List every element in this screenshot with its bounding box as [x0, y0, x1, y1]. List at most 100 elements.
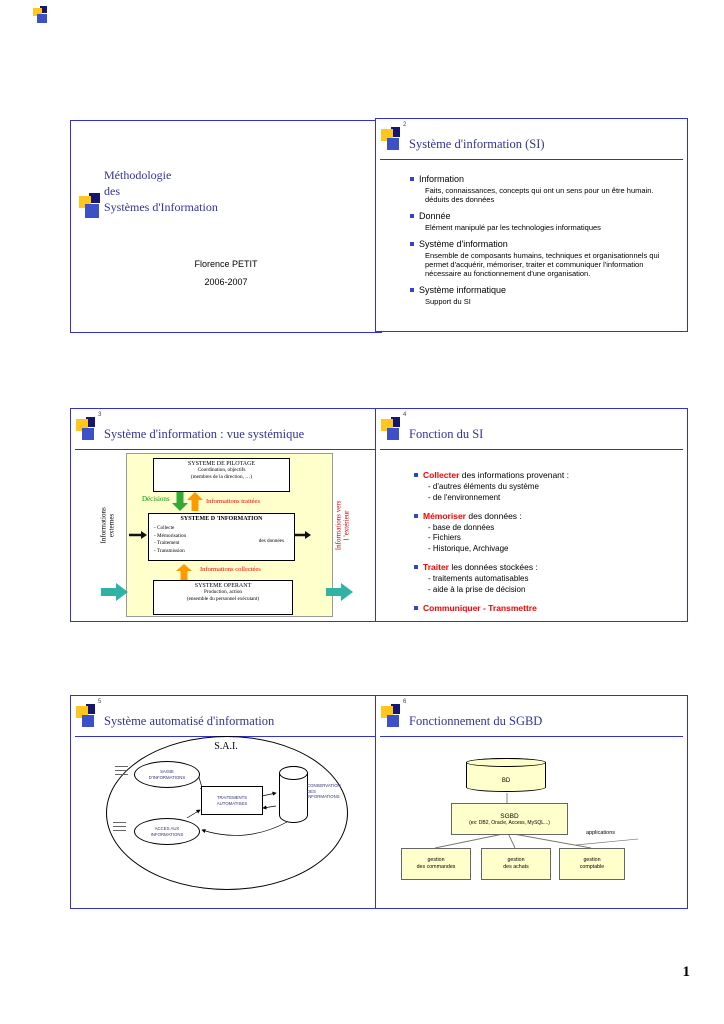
app-box-achats: gestion des achats: [481, 848, 551, 880]
logo-square-yellow: [381, 706, 393, 718]
logo-square-blue: [81, 427, 95, 441]
bullet-icon: [410, 177, 414, 181]
bullet-detail: Elément manipulé par les technologies in…: [425, 223, 601, 232]
informations-traitees-label: Informations traitées: [206, 498, 260, 505]
app-box-commandes: gestion des commandes: [401, 848, 471, 880]
bullet-label: Système informatique: [419, 285, 507, 295]
slide-body: Information Faits, connaissances, concep…: [410, 167, 677, 308]
logo-square-navy: [89, 193, 100, 204]
sgbd-box: SGBD (ex: DB2, Oracle, Access, MySQL...): [451, 803, 568, 835]
logo-square-blue: [81, 714, 95, 728]
bullet-text: Communiquer - Transmettre: [423, 603, 537, 613]
sai-label: S.A.I.: [214, 741, 238, 752]
bullet-icon: [410, 214, 414, 218]
sub-item: - d'autres éléments du système: [428, 482, 539, 491]
slide-number: 3: [98, 412, 102, 418]
bullet-item: Système d'information: [410, 239, 677, 249]
input-symbols-decoration: [115, 766, 128, 776]
bullet-label: Information: [419, 174, 465, 184]
traitements-node: TRAITEMENTS AUTOMATISES: [201, 786, 263, 815]
database-label: BD: [501, 778, 511, 784]
sai-diagram: S.A.I. SAISIE D'INFORMATIONS TRAITEMENTS…: [71, 736, 381, 906]
template-logo-icon: [381, 127, 405, 151]
logo-square-blue: [37, 13, 47, 24]
bullet-item: Système informatique: [410, 285, 677, 295]
template-logo-icon: [76, 417, 100, 441]
sgbd-connector-lines: [434, 793, 639, 849]
slide-number: 4: [403, 412, 407, 418]
sub-item: - Fichiers: [428, 533, 461, 543]
slide-title: Fonction du SI: [409, 427, 484, 441]
bullet-icon: [414, 564, 418, 569]
logo-square-blue: [85, 204, 99, 218]
bullet-icon: [410, 288, 414, 292]
logo-square-navy: [85, 704, 96, 714]
academic-year: 2006-2007: [204, 277, 248, 287]
bullet-item: Donnée: [410, 211, 677, 221]
bullet-item: Traiter les données stockées :: [414, 562, 675, 572]
sgbd-examples: (ex: DB2, Oracle, Access, MySQL...): [469, 819, 550, 826]
bullet-text: Collecter des informations provenant :: [423, 470, 569, 480]
course-title: Méthodologie des Systèmes d'Information: [104, 167, 218, 215]
bullet-detail: Support du SI: [425, 297, 471, 306]
app-box-comptable: gestion comptable: [559, 848, 625, 880]
template-logo-icon: [381, 417, 405, 441]
decisions-label: Décisions: [142, 495, 170, 503]
sub-item: - aide à la prise de décision: [428, 584, 526, 594]
bullet-item: Communiquer - Transmettre: [414, 603, 675, 613]
sai-boundary-ellipse: [106, 736, 348, 890]
keyword-rest: des données :: [466, 510, 522, 521]
informations-externes-label: Informations externes: [99, 507, 116, 544]
course-title-line3: Systèmes d'Information: [104, 200, 218, 214]
systemic-view-diagram: SYSTEME DE PILOTAGE Coordination, object…: [96, 453, 361, 621]
logo-square-blue: [386, 714, 400, 728]
logo-square-yellow: [381, 419, 393, 431]
keyword: Mémoriser: [423, 510, 466, 521]
sai-arrows-graphic: [186, 773, 288, 836]
pilotage-title: SYSTEME DE PILOTAGE: [187, 461, 256, 467]
storage-cylinder-icon: [279, 766, 308, 823]
systeme-information-box: SYSTEME D 'INFORMATION - Collecte - Mémo…: [148, 513, 295, 561]
logo-square-yellow: [381, 129, 393, 141]
slide-2: 2 Système d'information (SI) Information…: [375, 118, 688, 332]
title-rule: [380, 449, 683, 450]
slide-title: Fonctionnement du SGBD: [409, 714, 543, 728]
slide-body: Collecter des informations provenant : -…: [414, 463, 675, 615]
slide-title: Système automatisé d'information: [104, 714, 275, 728]
bullet-item: Information: [410, 174, 677, 184]
title-rule: [75, 449, 377, 450]
bullet-icon: [414, 513, 418, 518]
slide-6: 6 Fonctionnement du SGBD BD SGBD (ex: DB…: [375, 695, 688, 909]
diagram-arrows-graphic: [101, 492, 353, 601]
slide-title: Système d'information : vue systémique: [104, 427, 305, 441]
slide-4: 4 Fonction du SI Collecter des informati…: [375, 408, 688, 622]
informations-vers-exterieur-label: Informations vers l 'extérieur: [334, 500, 351, 551]
template-logo-icon: [79, 193, 105, 219]
logo-square-navy: [85, 417, 96, 427]
course-title-line2: des: [104, 184, 120, 198]
keyword-rest: les données stockées :: [449, 561, 538, 572]
keyword-rest: des informations provenant :: [459, 470, 569, 480]
slide-1: Méthodologie des Systèmes d'Information …: [70, 120, 382, 333]
logo-square-yellow: [76, 706, 88, 718]
slide-5: 5 Système automatisé d'information S.A.I…: [70, 695, 382, 909]
logo-square-blue: [386, 137, 400, 151]
bullet-text: Traiter les données stockées :: [423, 562, 538, 572]
slide-number: 6: [403, 699, 407, 705]
si-functions-list: - Collecte - Mémorisation - Traitement -…: [154, 525, 187, 554]
keyword: Traiter: [423, 561, 449, 572]
sub-item: - Historique, Archivage: [428, 544, 509, 554]
bullet-icon: [410, 242, 414, 246]
pilotage-box: SYSTEME DE PILOTAGE Coordination, object…: [153, 458, 290, 492]
logo-square-navy: [390, 127, 401, 137]
slide-title: Système d'information (SI): [409, 137, 545, 151]
page-number: 1: [682, 964, 691, 980]
keyword: Communiquer - Transmettre: [423, 602, 537, 613]
conservation-label: CONSERVATION DES INFORMATIONS: [307, 783, 341, 800]
logo-square-navy: [390, 417, 401, 427]
applications-label: applications: [586, 830, 616, 836]
bullet-text: Mémoriser des données :: [423, 511, 522, 521]
bullet-item: Mémoriser des données :: [414, 511, 675, 521]
logo-square-yellow: [33, 7, 42, 17]
